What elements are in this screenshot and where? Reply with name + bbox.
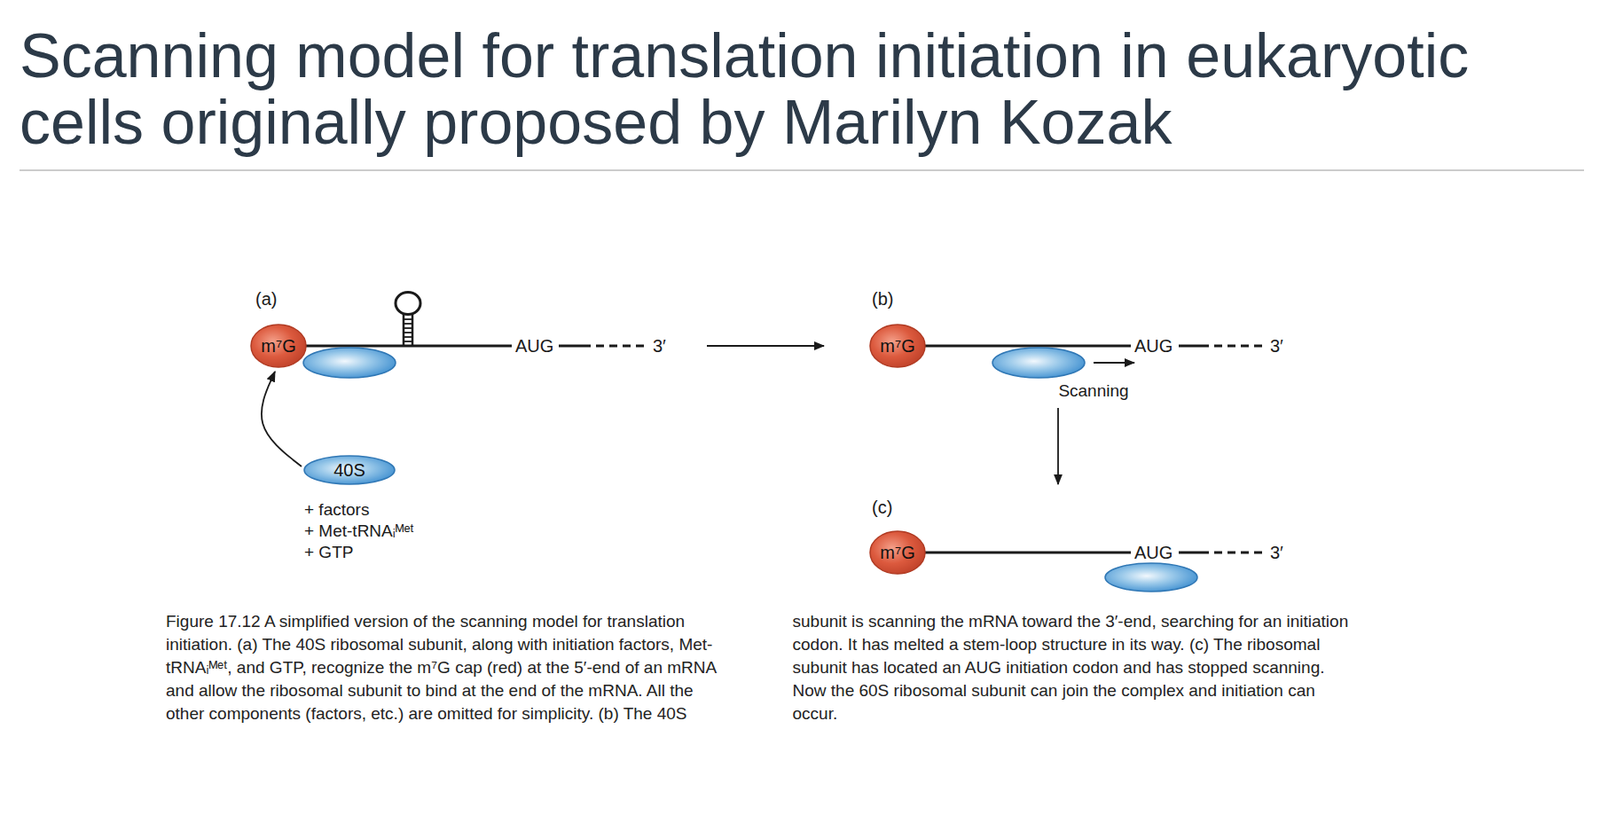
step-arrow <box>1057 407 1059 485</box>
cap-shape <box>870 324 926 368</box>
figure-caption: Figure 17.12 A simplified version of the… <box>165 610 1353 726</box>
cap-shape <box>870 531 926 574</box>
base-pair <box>403 322 413 325</box>
end-label: 3′ <box>1270 336 1284 357</box>
codon-label: AUG <box>515 336 554 357</box>
cap-circle: m⁷G <box>869 530 926 575</box>
ribosome-40s <box>1105 563 1198 592</box>
component-label: + Met-tRNAᵢᴹᵉᵗ <box>304 521 415 542</box>
binding-arrow <box>261 371 302 467</box>
ribosome-40s <box>992 347 1085 378</box>
base-pair <box>403 327 413 330</box>
mrna-a <box>305 345 648 348</box>
base-pair <box>403 340 413 343</box>
process-label: Scanning <box>1058 381 1129 401</box>
title: Scanning model for translation initiatio… <box>19 23 1528 157</box>
cap-circle: m⁷G <box>250 323 307 369</box>
subunit-label: 40S <box>333 460 366 481</box>
codon-label: AUG <box>1134 336 1173 357</box>
scanning-arrow <box>1093 361 1135 364</box>
mrna-c <box>924 551 1265 555</box>
cap-label: m⁷G <box>879 336 915 357</box>
stem-loop <box>395 292 421 347</box>
cap-shape <box>250 324 306 368</box>
base-pair <box>403 331 413 334</box>
component-label: + GTP <box>304 542 353 563</box>
panel-label: (b) <box>871 289 894 310</box>
cap-circle: m⁷G <box>869 323 926 369</box>
cap-label: m⁷G <box>879 542 915 564</box>
end-label: 3′ <box>1270 542 1284 564</box>
ribosome-40s <box>303 347 396 378</box>
subunit-shape <box>304 455 395 485</box>
step-arrow <box>706 345 824 347</box>
codon-label: AUG <box>1134 542 1173 564</box>
base-pair <box>403 318 413 321</box>
end-label: 3′ <box>652 336 667 357</box>
panel-label: (a) <box>255 289 277 310</box>
cap-label: m⁷G <box>260 336 296 357</box>
mrna-b <box>924 345 1265 348</box>
title-rule <box>19 169 1585 171</box>
component-label: + factors <box>304 500 369 520</box>
panel-label: (c) <box>871 497 893 518</box>
base-pair <box>403 336 413 338</box>
ribosome-subunit: 40S <box>303 454 396 486</box>
